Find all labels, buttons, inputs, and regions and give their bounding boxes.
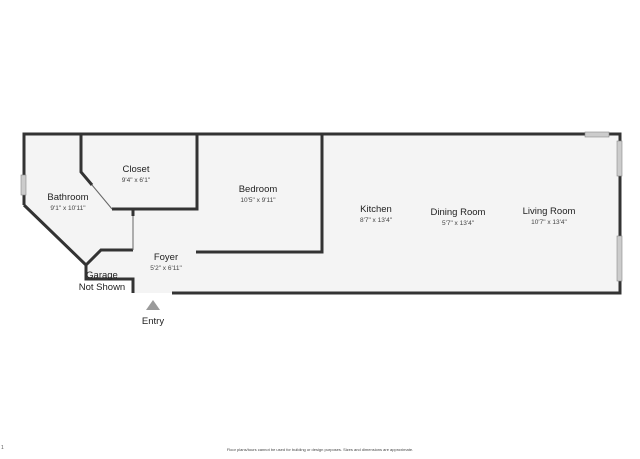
corner-mark: 1: [1, 445, 4, 451]
interior-walls: [79, 134, 324, 267]
outer-walls: [22, 132, 622, 295]
foyer-name: Foyer: [154, 252, 178, 263]
living-name: Living Room: [523, 206, 576, 217]
window-right-upper: [616, 140, 623, 177]
dining-name: Dining Room: [431, 207, 486, 218]
dining-dims: 5'7" x 13'4": [442, 220, 475, 227]
bathroom-name: Bathroom: [47, 192, 88, 203]
thin-partitions: [91, 184, 134, 250]
entry-arrow-icon: [146, 300, 160, 310]
bedroom-kitchen-wall: [196, 134, 324, 254]
window-left: [20, 174, 27, 196]
garage-label-line2: Not Shown: [79, 282, 125, 293]
window-right-lower: [616, 235, 623, 282]
garage-label-line1: Garage: [86, 270, 118, 281]
bathroom-dims: 9'1" x 10'11": [50, 205, 86, 212]
closet-bottom-wall: [112, 134, 199, 211]
closet-wall: [79, 134, 94, 186]
closet-name: Closet: [123, 164, 150, 175]
entry-label: Entry: [142, 316, 164, 327]
closet-dims: 9'4" x 6'1": [122, 177, 151, 184]
bedroom-dims: 10'5" x 9'11": [240, 197, 276, 204]
window-top-right: [584, 131, 610, 138]
living-dims: 10'7" x 13'4": [531, 219, 567, 226]
foyer-dims: 5'2" x 6'11": [150, 265, 182, 272]
bathroom-inner-wall: [84, 248, 133, 267]
windows: [20, 131, 623, 282]
bedroom-name: Bedroom: [239, 184, 278, 195]
disclaimer-text: Floor plans/tours cannot be used for bui…: [227, 447, 413, 452]
kitchen-dims: 8'7" x 13'4": [360, 217, 393, 224]
kitchen-name: Kitchen: [360, 204, 392, 215]
